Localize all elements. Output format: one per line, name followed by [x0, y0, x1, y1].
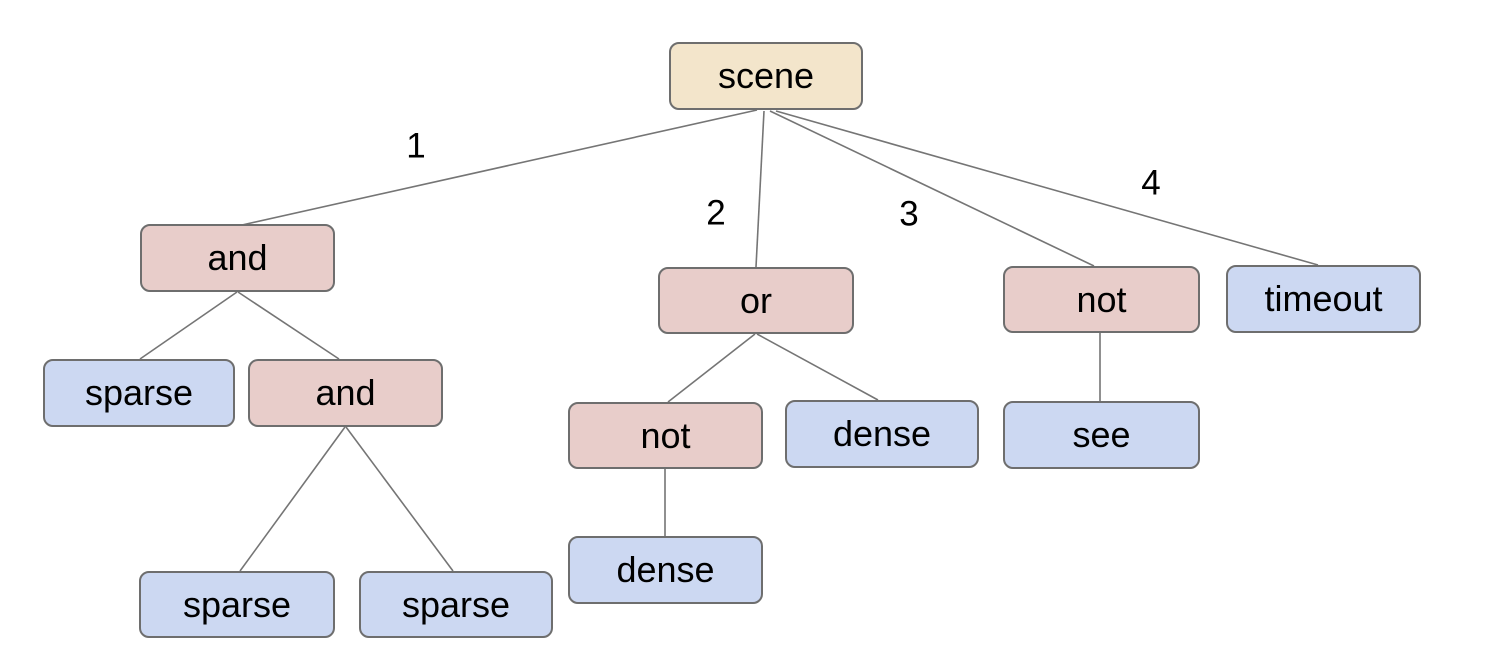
- tree-edge-and-2-sparse-2: [239, 426, 346, 572]
- tree-edge-and-1-and-2: [237, 291, 340, 360]
- tree-node-label: dense: [832, 413, 932, 454]
- tree-node-label: scene: [717, 55, 815, 96]
- tree-node-label: sparse: [84, 372, 194, 413]
- tree-edge-scene-not-1: [769, 110, 1095, 267]
- edge-label-and-1: 1: [406, 126, 426, 166]
- tree-edge-and-1-sparse-1: [139, 291, 238, 360]
- tree-node-label: sparse: [182, 583, 292, 625]
- tree-node-dense-1: dense: [785, 400, 979, 468]
- tree-node-label: see: [1072, 414, 1131, 455]
- tree-node-sparse-3: sparse: [359, 571, 553, 638]
- tree-node-label: not: [1076, 278, 1127, 320]
- tree-node-sparse-1: sparse: [43, 359, 235, 427]
- tree-node-label: and: [315, 372, 376, 413]
- tree-node-dense-2: dense: [568, 536, 763, 604]
- tree-node-or-1: or: [658, 267, 854, 334]
- tree-edge-or-1-not-2: [667, 333, 756, 403]
- tree-node-label: and: [207, 237, 268, 278]
- edge-label-timeout: 4: [1141, 163, 1161, 203]
- tree-node-label: timeout: [1264, 278, 1383, 319]
- tree-edge-and-2-sparse-3: [345, 426, 454, 572]
- edge-label-or-1: 2: [706, 193, 726, 233]
- tree-node-scene: scene: [669, 42, 863, 110]
- tree-edge-or-1-dense-1: [756, 333, 879, 401]
- tree-node-not-1: not: [1003, 266, 1200, 333]
- tree-node-label: or: [739, 279, 772, 321]
- tree-node-label: sparse: [401, 583, 511, 625]
- tree-node-sparse-2: sparse: [139, 571, 335, 638]
- tree-edge-scene-or-1: [755, 110, 765, 268]
- tree-node-not-2: not: [568, 402, 763, 469]
- tree-node-timeout: timeout: [1226, 265, 1421, 333]
- tree-edge-scene-timeout: [775, 110, 1319, 266]
- tree-node-label: dense: [616, 549, 715, 590]
- tree-node-see: see: [1003, 401, 1200, 469]
- tree-edge-scene-and-1: [241, 109, 758, 226]
- tree-node-label: not: [640, 414, 691, 456]
- edge-label-not-1: 3: [899, 194, 919, 234]
- tree-node-and-2: and: [248, 359, 443, 427]
- tree-node-and-1: and: [140, 224, 335, 292]
